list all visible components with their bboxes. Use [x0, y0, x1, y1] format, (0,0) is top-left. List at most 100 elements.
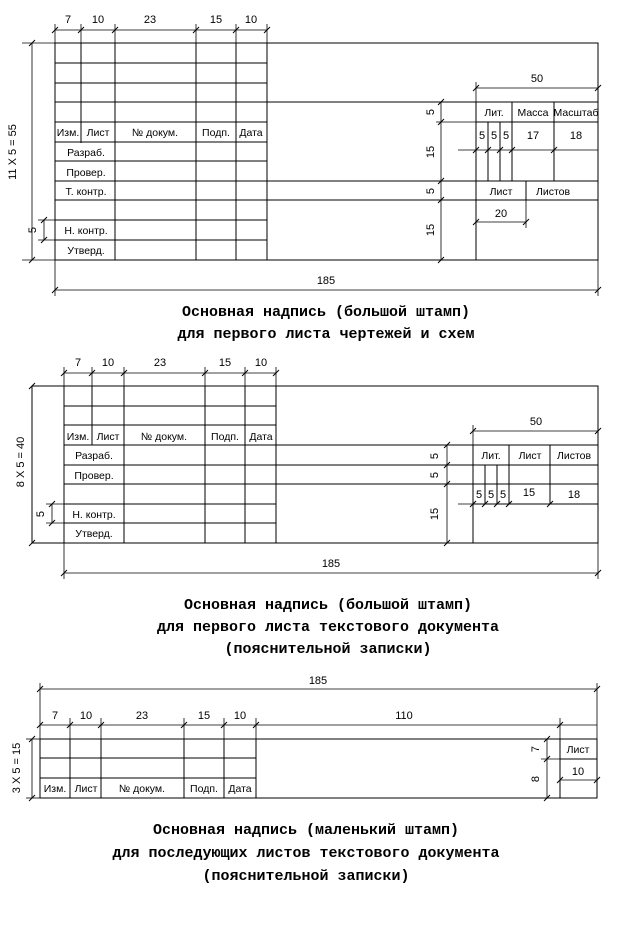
- s1-massa: Масса: [517, 107, 548, 119]
- dimension-tick: [469, 500, 477, 508]
- s2-lit: Лит.: [481, 450, 500, 462]
- s3-hdr-podp: Подп.: [190, 783, 218, 795]
- s2-dim-7: 7: [75, 357, 81, 369]
- dimension-tick: [51, 286, 59, 294]
- dimension-tick: [77, 26, 85, 34]
- s3-width-dim: 185: [309, 675, 327, 687]
- s2-dim-10a: 10: [102, 357, 114, 369]
- dimension-tick: [472, 84, 480, 92]
- s2-d18: 18: [568, 489, 580, 501]
- dimension-tick: [201, 369, 209, 377]
- dimension-tick: [51, 26, 59, 34]
- dimension-tick: [505, 500, 513, 508]
- dimension-tick: [546, 500, 554, 508]
- s3-d10: 10: [572, 766, 584, 778]
- dimension-tick: [556, 721, 564, 729]
- dimension-tick: [28, 539, 36, 547]
- dimension-tick: [484, 146, 492, 154]
- dimension-tick: [472, 146, 480, 154]
- s1-dim-15: 15: [210, 14, 222, 26]
- s2-hdr-data: Дата: [249, 431, 272, 443]
- dimension-tick: [241, 369, 249, 377]
- s1-d20: 20: [495, 208, 507, 220]
- dimension-tick: [594, 427, 602, 435]
- dimension-tick: [594, 286, 602, 294]
- s1-dim-23: 23: [144, 14, 156, 26]
- stamp-1-labels: 7 10 23 15 10 Изм. Лист № докум. Подп. Д…: [7, 14, 598, 343]
- s2-d5a: 5: [476, 489, 482, 501]
- dimension-tick: [36, 685, 44, 693]
- dimension-tick: [593, 776, 601, 784]
- s3-dim-23: 23: [136, 710, 148, 722]
- dimension-tick: [594, 84, 602, 92]
- dimension-tick: [28, 256, 36, 264]
- s3-dim-10b: 10: [234, 710, 246, 722]
- dimension-tick: [437, 118, 445, 126]
- dimension-tick: [48, 500, 56, 508]
- s2-width-dim: 185: [322, 558, 340, 570]
- dimension-tick: [443, 441, 451, 449]
- dimension-arrows: [28, 26, 602, 802]
- dimension-tick: [594, 569, 602, 577]
- s2-small-dim: 5: [35, 511, 47, 517]
- s3-caption-2: для последующих листов текстового докуме…: [112, 845, 499, 862]
- dimension-tick: [111, 26, 119, 34]
- stamp-3-labels: 185 7 10 23 15 10 110 Изм. Лист № докум.…: [11, 675, 590, 885]
- dimension-tick: [437, 98, 445, 106]
- dimension-tick: [60, 369, 68, 377]
- s2-v5a: 5: [429, 453, 441, 459]
- s3-hdr-data: Дата: [228, 783, 251, 795]
- stamp-3: [26, 683, 598, 799]
- s1-lit: Лит.: [484, 107, 503, 119]
- s2-d5b: 5: [488, 489, 494, 501]
- dimension-tick: [66, 721, 74, 729]
- s2-dim-10b: 10: [255, 357, 267, 369]
- stamp-3-frame: [39, 738, 598, 799]
- dimension-tick: [28, 735, 36, 743]
- s1-row-tkontr: Т. контр.: [65, 186, 106, 198]
- dimension-tick: [522, 218, 530, 226]
- s2-d15: 15: [523, 487, 535, 499]
- dimension-tick: [469, 427, 477, 435]
- dimension-tick: [593, 685, 601, 693]
- s1-caption-2: для первого листа чертежей и схем: [177, 326, 474, 343]
- dimension-tick: [437, 177, 445, 185]
- s2-caption-1: Основная надпись (большой штамп): [184, 597, 472, 614]
- s1-dim-10a: 10: [92, 14, 104, 26]
- dimension-tick: [28, 382, 36, 390]
- dimension-tick: [437, 196, 445, 204]
- s1-hdr-data: Дата: [239, 127, 262, 139]
- s2-dim-23: 23: [154, 357, 166, 369]
- dimension-tick: [443, 461, 451, 469]
- s2-list: Лист: [519, 450, 542, 462]
- s1-hdr-izm: Изм.: [57, 127, 80, 139]
- s1-d5c: 5: [503, 130, 509, 142]
- s2-v15: 15: [429, 508, 441, 520]
- s3-caption-1: Основная надпись (маленький штамп): [153, 822, 459, 839]
- dimension-tick: [252, 721, 260, 729]
- s3-list: Лист: [567, 744, 590, 756]
- s2-row-prover: Провер.: [74, 470, 113, 482]
- dimension-tick: [543, 755, 551, 763]
- dimension-tick: [556, 776, 564, 784]
- s2-d5c: 5: [500, 489, 506, 501]
- s3-dim-15: 15: [198, 710, 210, 722]
- stamp-1: [22, 24, 599, 296]
- dimension-tick: [28, 39, 36, 47]
- dimension-tick: [48, 519, 56, 527]
- dimension-tick: [263, 26, 271, 34]
- s1-v15b: 15: [425, 224, 437, 236]
- s1-d5b: 5: [491, 130, 497, 142]
- stamp-1-frame: [54, 42, 599, 261]
- s1-width-dim: 185: [317, 275, 335, 287]
- dimension-tick: [543, 794, 551, 802]
- s2-dim-15: 15: [219, 357, 231, 369]
- s1-listov: Листов: [536, 186, 571, 198]
- s1-caption-1: Основная надпись (большой штамп): [182, 304, 470, 321]
- dimension-tick: [272, 369, 280, 377]
- dimension-tick: [220, 721, 228, 729]
- s1-d17: 17: [527, 130, 539, 142]
- s1-rows-dim: 11 X 5 = 55: [7, 124, 19, 180]
- s2-row-razrab: Разраб.: [75, 450, 113, 462]
